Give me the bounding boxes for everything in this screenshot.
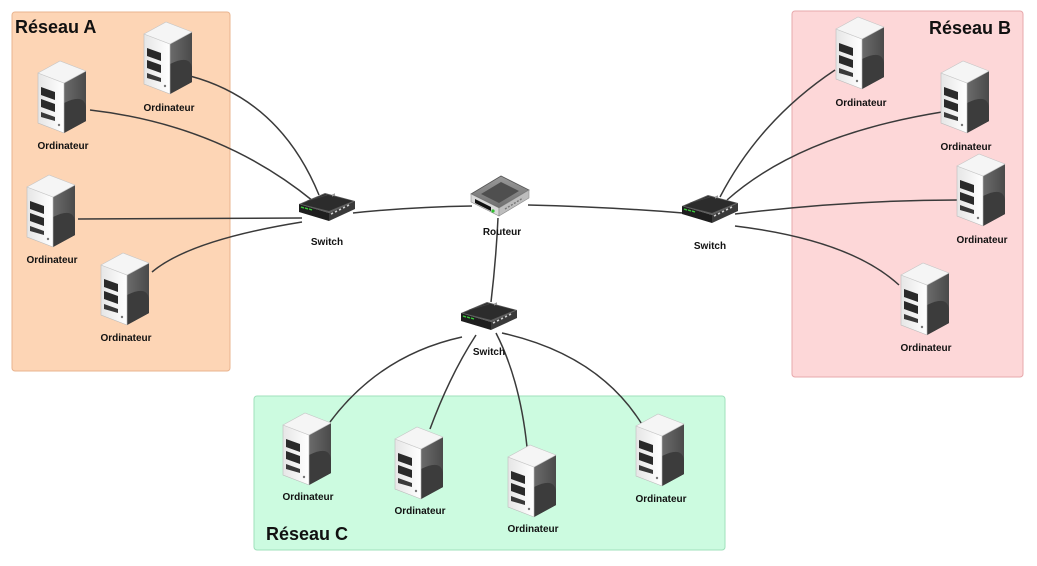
switch-icon bbox=[681, 194, 739, 224]
router-label: Routeur bbox=[483, 227, 521, 238]
switch-c[interactable]: Switch bbox=[460, 301, 518, 358]
router-icon bbox=[470, 175, 530, 217]
computer-a1[interactable]: Ordinateur bbox=[143, 21, 195, 114]
server-computer-icon bbox=[835, 16, 885, 90]
switch-b[interactable]: Switch bbox=[681, 194, 739, 252]
link-switch-c-pc-c2 bbox=[429, 334, 477, 430]
computer-c4[interactable]: Ordinateur bbox=[635, 413, 687, 505]
link-switch-c-pc-c1 bbox=[329, 336, 463, 423]
link-switch-b-pc-b1 bbox=[719, 69, 836, 198]
computer-c3[interactable]: Ordinateur bbox=[507, 444, 559, 535]
link-switch-c-pc-c4 bbox=[501, 332, 644, 427]
link-switch-a-pc-a1 bbox=[189, 75, 320, 196]
network-a-title: Réseau A bbox=[15, 17, 96, 37]
link-switch-a-pc-a4 bbox=[151, 221, 303, 273]
computer-label: Ordinateur bbox=[26, 255, 77, 266]
computer-b2[interactable]: Ordinateur bbox=[940, 60, 992, 153]
switch-a[interactable]: Switch bbox=[298, 192, 356, 248]
switch-icon bbox=[460, 301, 518, 331]
server-computer-icon bbox=[26, 174, 76, 248]
server-computer-icon bbox=[507, 444, 557, 518]
network-b-title: Réseau B bbox=[929, 18, 1011, 38]
link-switch-a-router bbox=[352, 205, 473, 214]
switch-c-label: Switch bbox=[473, 347, 505, 358]
computer-c2[interactable]: Ordinateur bbox=[394, 426, 446, 517]
server-computer-icon bbox=[635, 413, 685, 487]
server-computer-icon bbox=[282, 412, 332, 486]
link-router-switch-c bbox=[490, 217, 499, 303]
switch-b-label: Switch bbox=[694, 241, 726, 252]
computer-b1[interactable]: Ordinateur bbox=[835, 16, 887, 109]
links bbox=[77, 69, 959, 448]
computer-b3[interactable]: Ordinateur bbox=[956, 153, 1008, 246]
server-computer-icon bbox=[394, 426, 444, 500]
computer-a2[interactable]: Ordinateur bbox=[37, 60, 89, 152]
server-computer-icon bbox=[940, 60, 990, 134]
computer-label: Ordinateur bbox=[507, 524, 558, 535]
server-computer-icon bbox=[37, 60, 87, 134]
computer-c1[interactable]: Ordinateur bbox=[282, 412, 334, 503]
link-switch-b-pc-b4 bbox=[734, 225, 900, 286]
computer-label: Ordinateur bbox=[900, 343, 951, 354]
computer-label: Ordinateur bbox=[956, 235, 1007, 246]
router[interactable]: Routeur bbox=[470, 175, 530, 238]
link-switch-b-pc-b2 bbox=[726, 111, 943, 201]
computer-label: Ordinateur bbox=[394, 506, 445, 517]
computer-label: Ordinateur bbox=[143, 103, 194, 114]
network-c-title: Réseau C bbox=[266, 524, 348, 544]
link-switch-b-pc-b3 bbox=[734, 199, 959, 215]
link-switch-a-pc-a3 bbox=[77, 217, 303, 220]
server-computer-icon bbox=[100, 252, 150, 326]
computer-label: Ordinateur bbox=[635, 494, 686, 505]
link-switch-a-pc-a2 bbox=[89, 109, 314, 202]
network-c-zone bbox=[253, 395, 726, 551]
link-router-switch-b bbox=[527, 204, 684, 214]
server-computer-icon bbox=[900, 262, 950, 336]
link-switch-c-pc-c3 bbox=[495, 332, 528, 448]
switch-a-label: Switch bbox=[311, 237, 343, 248]
computer-label: Ordinateur bbox=[940, 142, 991, 153]
computer-label: Ordinateur bbox=[37, 141, 88, 152]
computer-label: Ordinateur bbox=[282, 492, 333, 503]
server-computer-icon bbox=[956, 153, 1006, 227]
computer-a4[interactable]: Ordinateur bbox=[100, 252, 152, 344]
computer-label: Ordinateur bbox=[100, 333, 151, 344]
computer-label: Ordinateur bbox=[835, 98, 886, 109]
computer-a3[interactable]: Ordinateur bbox=[26, 174, 78, 266]
server-computer-icon bbox=[143, 21, 193, 95]
computer-b4[interactable]: Ordinateur bbox=[900, 262, 952, 354]
